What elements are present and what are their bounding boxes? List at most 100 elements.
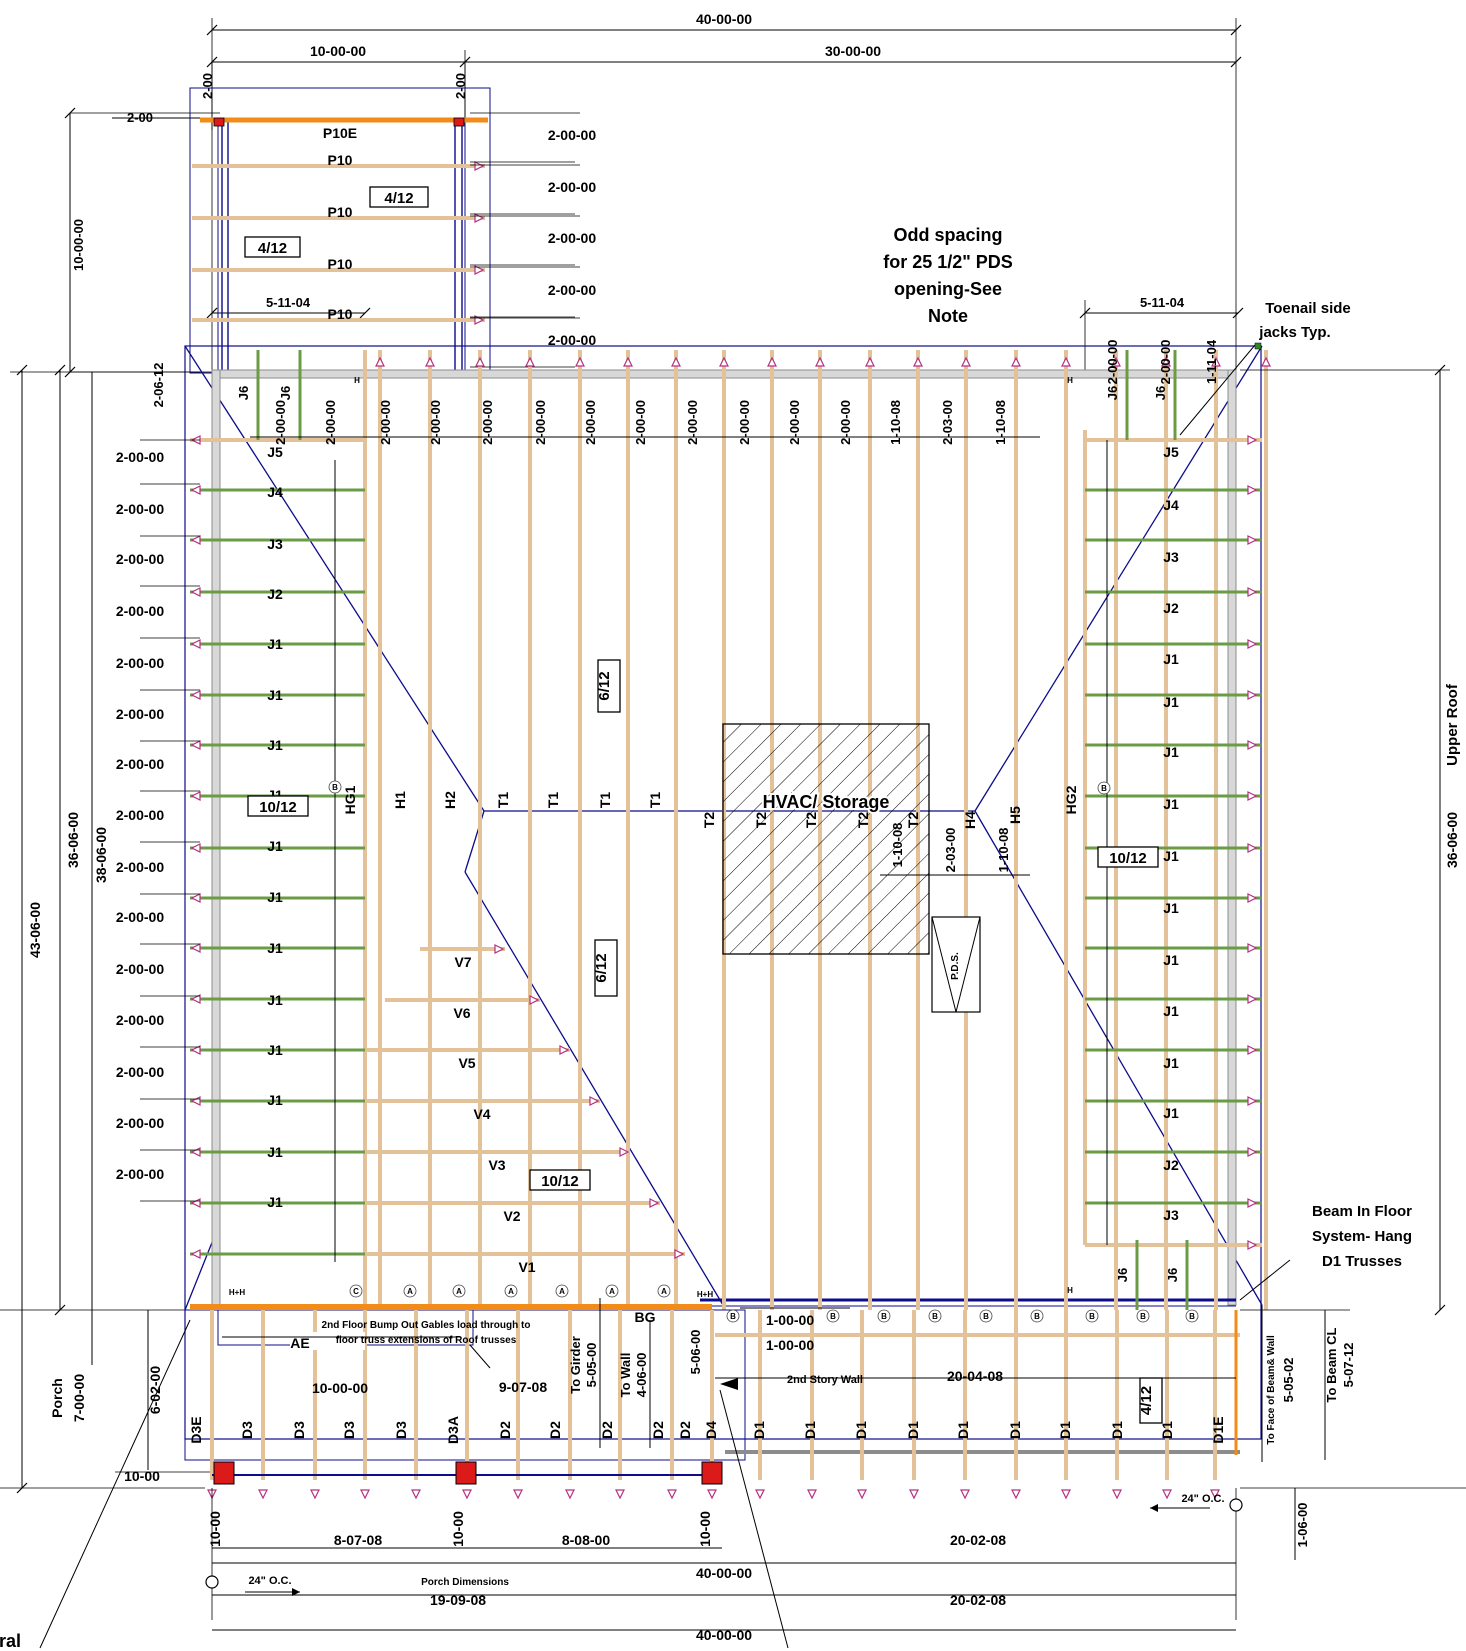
jack-label: J6 bbox=[1153, 386, 1168, 400]
porch-truss-label: D3 bbox=[393, 1421, 409, 1439]
marker-circle bbox=[504, 1284, 518, 1298]
bearing-block bbox=[701, 1461, 723, 1485]
label: 20-02-08 bbox=[950, 1592, 1006, 1608]
note-odd-spacing: Note bbox=[928, 306, 968, 326]
pitch-box bbox=[369, 186, 429, 208]
dim-tick bbox=[16, 364, 28, 376]
valley-label: V4 bbox=[473, 1106, 490, 1122]
label: P10 bbox=[328, 204, 353, 220]
note-porch-dimensions: Porch Dimensions bbox=[421, 1577, 509, 1588]
jack-label: J1 bbox=[267, 889, 283, 905]
bearing-block bbox=[455, 1461, 477, 1485]
marker-circle bbox=[1136, 1309, 1150, 1323]
dim-label: 1-10-08 bbox=[888, 400, 903, 445]
control-point bbox=[205, 1575, 219, 1589]
label: P.D.S. bbox=[950, 952, 961, 980]
truncated-label: ral bbox=[0, 1631, 21, 1651]
pitch-label: 10/12 bbox=[541, 1173, 579, 1190]
dim-label: 2-00-00 bbox=[116, 706, 164, 722]
label: 36-06-00 bbox=[1444, 812, 1460, 868]
label: 40-00-00 bbox=[696, 1565, 752, 1581]
jack-label: J4 bbox=[267, 484, 283, 500]
valley-label: V5 bbox=[458, 1055, 475, 1071]
marker-letter: A bbox=[559, 1287, 565, 1296]
label: 36-06-00 bbox=[65, 812, 81, 868]
label: 40-00-00 bbox=[696, 1627, 752, 1643]
note-bump-out: 2nd Floor Bump Out Gables load through t… bbox=[322, 1320, 531, 1331]
note-oc: 24" O.C. bbox=[248, 1575, 291, 1587]
label: 1-00-00 bbox=[766, 1312, 814, 1328]
roof-outline bbox=[184, 345, 1262, 1440]
dim-label: 2-00-00 bbox=[116, 961, 164, 977]
label: 5-05-02 bbox=[1281, 1358, 1296, 1403]
bearing-arrow bbox=[1247, 843, 1258, 853]
pds-box bbox=[931, 916, 981, 1013]
valley-label: V7 bbox=[454, 954, 471, 970]
truss-label: HG1 bbox=[342, 785, 358, 814]
bearing-arrow bbox=[190, 587, 201, 597]
porch-truss-label: D2 bbox=[650, 1421, 666, 1439]
oc-arrow-head bbox=[292, 1588, 300, 1596]
pitch-label: 4/12 bbox=[384, 190, 413, 207]
dim-tick bbox=[64, 107, 76, 119]
bearing-arrow bbox=[310, 1489, 320, 1500]
bearing-arrow bbox=[1211, 356, 1221, 367]
pitch-box bbox=[247, 795, 309, 817]
porch-truss-label: D1 bbox=[1159, 1421, 1175, 1439]
marker-circle bbox=[1097, 781, 1111, 795]
marker-letter: B bbox=[332, 783, 338, 792]
valley-label: V6 bbox=[453, 1005, 470, 1021]
marker-letter: B bbox=[730, 1312, 736, 1321]
note-toenail: Toenail side bbox=[1265, 300, 1351, 317]
jack-label: J6 bbox=[278, 386, 293, 400]
marker-circle bbox=[877, 1309, 891, 1323]
dim-label: 2-00-00 bbox=[116, 655, 164, 671]
bearing-arrow bbox=[1247, 1240, 1258, 1250]
porch-truss-label: D2 bbox=[547, 1421, 563, 1439]
marker-circle bbox=[328, 780, 342, 794]
label: 2-00-00 bbox=[548, 230, 596, 246]
note-beam-floor: Beam In Floor bbox=[1312, 1203, 1412, 1220]
marker-letter: A bbox=[407, 1287, 413, 1296]
bearing-arrow bbox=[190, 1147, 201, 1157]
label: 10-00-00 bbox=[310, 43, 366, 59]
pitch-label: 6/12 bbox=[596, 671, 613, 700]
marker-circle bbox=[349, 1284, 363, 1298]
note-odd-spacing: opening-See bbox=[894, 279, 1002, 299]
bearing-arrow bbox=[575, 356, 585, 367]
bearing-arrow bbox=[190, 690, 201, 700]
label: Upper Roof bbox=[1444, 683, 1461, 766]
jack-label: J1 bbox=[267, 636, 283, 652]
bearing-arrow bbox=[1247, 1198, 1258, 1208]
bearing-arrow bbox=[475, 356, 485, 367]
label: 20-04-08 bbox=[947, 1368, 1003, 1384]
hip-line bbox=[974, 810, 1263, 1306]
dim-label: 2-00-00 bbox=[428, 400, 443, 445]
jack-label: J2 bbox=[1163, 600, 1179, 616]
bearing-arrow bbox=[425, 356, 435, 367]
label: 10-00 bbox=[207, 1511, 223, 1547]
jack-label: J1 bbox=[1163, 694, 1179, 710]
bearing-arrow bbox=[190, 943, 201, 953]
jack-label: J1 bbox=[1163, 900, 1179, 916]
bearing-arrow bbox=[623, 356, 633, 367]
hvac-label: HVAC/ Storage bbox=[763, 792, 890, 812]
label: 40-00-00 bbox=[696, 11, 752, 27]
bearing-arrow bbox=[960, 1489, 970, 1500]
dim-label: 2-00-00 bbox=[685, 400, 700, 445]
dim-tick bbox=[206, 307, 218, 319]
bearing-arrow bbox=[190, 994, 201, 1004]
bearing-arrow bbox=[1112, 1489, 1122, 1500]
label: To Face of Beam& Wall bbox=[1266, 1335, 1277, 1445]
bearing-arrow bbox=[589, 1096, 600, 1106]
bearing-arrow bbox=[1011, 1489, 1021, 1500]
jack-label: J3 bbox=[1163, 1207, 1179, 1223]
bearing-arrow bbox=[1111, 356, 1121, 367]
truss-label: T1 bbox=[597, 792, 613, 809]
label: 4-06-00 bbox=[634, 1353, 649, 1398]
porch-truss-label: D1 bbox=[802, 1421, 818, 1439]
porch-truss-label: D1 bbox=[853, 1421, 869, 1439]
bearing-arrow bbox=[525, 356, 535, 367]
bearing-arrow bbox=[190, 1198, 201, 1208]
